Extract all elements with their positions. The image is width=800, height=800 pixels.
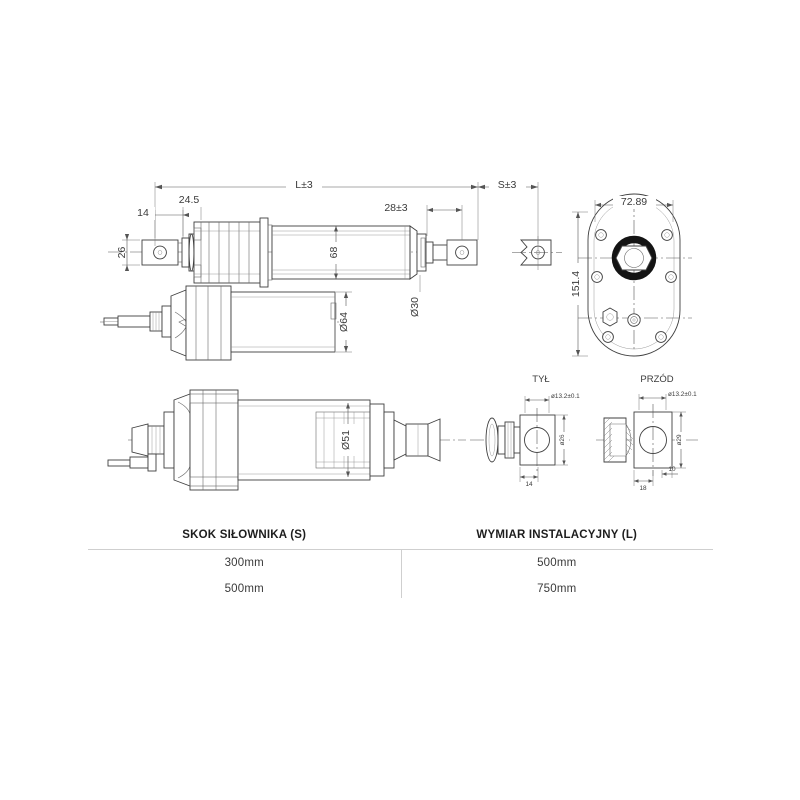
spec-header-stroke: SKOK SIŁOWNIKA (S) (182, 529, 307, 541)
dim-label-rear-eye: 26 (116, 247, 128, 259)
output-shaft-ring (611, 235, 657, 281)
middle-view-actuator-with-motor: Ø64 (100, 285, 353, 361)
spec-table-top-rule (88, 549, 713, 550)
gearbox-face-view: 72.89 151.4 (570, 193, 692, 357)
spec-table-body: 300mm 500mm 500mm 750mm (88, 550, 713, 602)
boss-bottom-right (655, 331, 667, 343)
dim-label-gearbox-width: 72.89 (621, 196, 647, 208)
spec-header-install: WYMIAR INSTALACYJNY (L) (476, 529, 638, 541)
jaw-hatch (625, 425, 634, 455)
dimension-overall-L: L±3 (154, 178, 479, 246)
boss-top-right (661, 229, 673, 241)
table-row: 500mm 750mm (88, 576, 713, 602)
dim-label-tube-dia: 68 (328, 247, 340, 259)
detail-rear-tyl: TYŁ (470, 374, 580, 488)
gearbox-housing-top-view (193, 221, 261, 284)
cable-exit (103, 305, 172, 338)
boss-bottom-left (602, 331, 614, 343)
dimension-gearbox-height: 151.4 (570, 211, 588, 357)
rear-eye-block (519, 408, 556, 472)
top-view-actuator: L±3 S±3 (108, 178, 562, 317)
spec-table-vertical-divider (400, 550, 402, 598)
dim-label-front-width: 18 (639, 485, 647, 492)
detail-front-przod: PRZÓD (596, 374, 700, 492)
dimension-rear-outer-dia: ø26 (555, 414, 569, 466)
front-fork-jaw (603, 417, 634, 463)
dimension-rear-offset-24-5: 24.5 (172, 194, 206, 236)
dim-label-rod-dia: Ø30 (409, 297, 421, 317)
dimension-front-mount-28: 28±3 (376, 202, 463, 240)
dimension-stroke-S: S±3 (478, 178, 539, 244)
rear-collar (497, 421, 521, 459)
dimension-front-bore: ø13.2±0.1 (638, 391, 697, 410)
dimension-rear-eye-26: 26 (116, 234, 140, 271)
hex-fitting (602, 307, 618, 327)
detail-label-rear: TYŁ (532, 374, 549, 385)
dimension-motor-dia-64: Ø64 (336, 291, 353, 353)
spec-cell-stroke-1: 300mm (224, 557, 264, 569)
dimension-rear-bore: ø13.2±0.1 (524, 393, 580, 413)
table-row: 300mm 500mm (88, 550, 713, 576)
front-collar-bottom-view (369, 403, 441, 477)
dim-label-front-mount: 28±3 (384, 202, 407, 214)
spec-cell-install-2: 750mm (537, 583, 577, 595)
dim-label-front-bore: ø13.2±0.1 (668, 391, 697, 398)
boss-mid-right (665, 271, 677, 283)
rear-mounting-eye (141, 239, 183, 266)
spec-cell-install-1: 500mm (537, 557, 577, 569)
drawing-canvas: L±3 S±3 (100, 178, 700, 492)
extended-clevis-ghost (512, 236, 562, 270)
dimension-rod-dia-30: Ø30 (409, 275, 421, 317)
front-eye-block (633, 404, 673, 476)
dim-label-rear-bore: ø13.2±0.1 (551, 393, 580, 400)
dimension-rear-tab-14: 14 (132, 207, 189, 238)
dim-label-stroke-S: S±3 (498, 179, 517, 191)
dim-label-gearbox-height: 151.4 (570, 271, 582, 297)
bottom-view-actuator: Ø51 (107, 389, 466, 491)
front-rod-and-clevis (432, 239, 478, 266)
dimension-front-outer-dia: ø29 (672, 411, 686, 469)
mounting-bosses (591, 229, 677, 343)
dimension-front-depth: 10 (661, 466, 678, 478)
dim-label-front-outer-dia: ø29 (676, 434, 683, 445)
spec-table-header-row: SKOK SIŁOWNIKA (S) WYMIAR INSTALACYJNY (… (88, 524, 713, 549)
dimension-gearbox-width: 72.89 (594, 196, 674, 222)
rear-end-cap (181, 233, 195, 272)
dimension-tube-68: 68 (328, 226, 343, 279)
dim-label-rear-outer-dia: ø26 (559, 434, 566, 445)
technical-drawing-area: L±3 S±3 (100, 178, 700, 492)
boss-mid-left (591, 271, 603, 283)
dim-label-front-depth: 10 (668, 466, 676, 473)
dimension-body-dia-51: Ø51 (340, 403, 355, 477)
dim-label-body-dia: Ø51 (340, 430, 352, 450)
spec-cell-stroke-2: 500mm (224, 583, 264, 595)
dimension-rear-thickness: 14 (519, 467, 539, 488)
dim-label-rear-thickness: 14 (525, 481, 533, 488)
dim-label-rear-offset: 24.5 (179, 194, 200, 206)
dim-label-overall-L: L±3 (295, 179, 313, 191)
rear-cable-loop (485, 417, 499, 463)
detail-label-front: PRZÓD (640, 374, 673, 385)
gearbox-body-middle-view (170, 285, 232, 361)
tube-flange (259, 217, 273, 288)
gearbox-bottom-view (163, 389, 239, 491)
small-port (627, 313, 641, 327)
outer-tube (271, 225, 418, 280)
dimension-front-width: 18 (633, 470, 654, 492)
rear-boss-bottom-view (107, 423, 165, 472)
boss-top-left (595, 229, 607, 241)
motor-can (230, 291, 337, 353)
dim-label-motor-dia: Ø64 (338, 312, 350, 332)
specification-table: SKOK SIŁOWNIKA (S) WYMIAR INSTALACYJNY (… (88, 524, 713, 602)
dim-label-rear-tab: 14 (137, 207, 149, 219)
section-hatch (603, 417, 615, 463)
front-gland (416, 233, 434, 272)
